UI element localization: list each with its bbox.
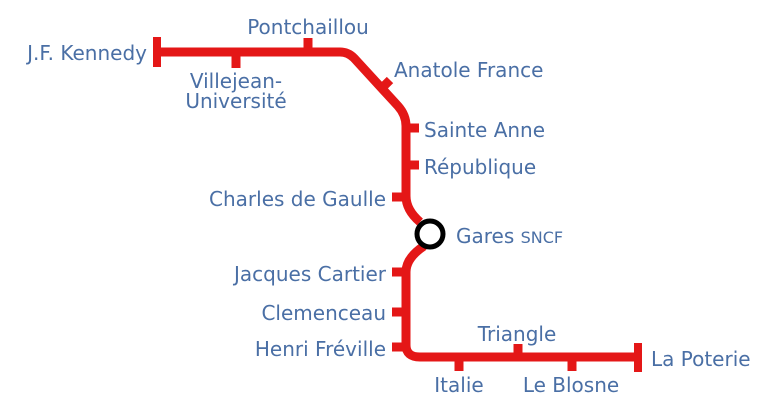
station-tick-anatole xyxy=(376,76,394,94)
label-jacques: Jacques Cartier xyxy=(232,262,387,286)
label-gares-sncf: SNCF xyxy=(521,228,564,247)
label-gares: Gares SNCF xyxy=(456,224,563,248)
label-clemenceau: Clemenceau xyxy=(261,301,386,325)
label-villejean-2: Université xyxy=(185,89,286,113)
label-poterie: La Poterie xyxy=(651,347,751,371)
label-villejean-1: Villejean- xyxy=(190,69,282,93)
label-anatole: Anatole France xyxy=(394,58,543,82)
label-charles: Charles de Gaulle xyxy=(209,187,386,211)
label-italie: Italie xyxy=(434,373,483,397)
label-kennedy: J.F. Kennedy xyxy=(25,41,147,65)
label-sainte-anne: Sainte Anne xyxy=(424,118,545,142)
label-gares-main: Gares xyxy=(456,224,514,248)
interchange-circle-gares xyxy=(414,218,446,250)
label-blosne: Le Blosne xyxy=(523,373,619,397)
label-republique: République xyxy=(424,155,536,179)
label-pontchaillou: Pontchaillou xyxy=(247,15,369,39)
label-triangle: Triangle xyxy=(477,322,557,346)
label-freville: Henri Fréville xyxy=(255,337,386,361)
